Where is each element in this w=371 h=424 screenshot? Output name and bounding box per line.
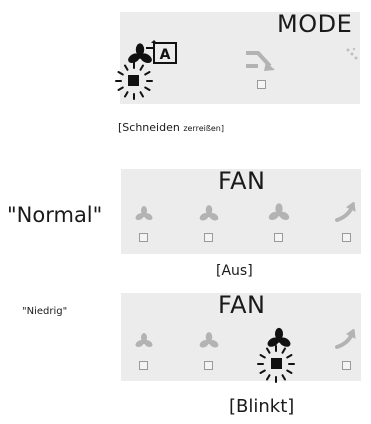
arrow-icon <box>146 40 157 49</box>
airflow-icon <box>346 47 358 60</box>
fan-indicator-auto <box>342 233 351 242</box>
auto-mode-icon: A <box>153 42 177 64</box>
mode-title: MODE <box>277 10 353 38</box>
fan-indicator-level2 <box>204 361 213 370</box>
fan-indicator-level2 <box>204 233 213 242</box>
fan-indicator-level1 <box>139 361 148 370</box>
fan-indicator-auto <box>342 361 351 370</box>
fan-icon-level3 <box>268 203 290 222</box>
fan-panel-low <box>121 293 361 381</box>
fan-panel-normal <box>121 169 361 254</box>
mode-caption-main: [Schneiden <box>118 121 180 134</box>
fan-caption-normal: [Aus] <box>216 263 253 279</box>
side-label-low: "Niedrig" <box>22 306 68 317</box>
fan-icon-level1 <box>135 206 153 222</box>
fan-indicator-level3-active <box>271 358 282 369</box>
side-label-normal: "Normal" <box>7 203 103 227</box>
mode-caption: [Schneiden zerreißen] <box>118 121 224 134</box>
fan-icon-level2 <box>199 332 219 350</box>
fan-indicator-level3 <box>274 233 283 242</box>
fan-icon-auto <box>335 202 357 222</box>
mode-indicator <box>257 80 266 89</box>
fan-indicator-level1 <box>139 233 148 242</box>
fan-title-low: FAN <box>218 291 266 319</box>
fan-icon-level2 <box>199 205 219 223</box>
fan-caption-low: [Blinkt] <box>229 396 295 417</box>
swing-icon <box>246 51 275 71</box>
fan-title-normal: FAN <box>218 167 266 195</box>
auto-mode-letter: A <box>159 47 171 63</box>
mode-indicator-active <box>128 75 139 86</box>
mode-caption-small: zerreißen] <box>183 124 224 133</box>
fan-icon-auto <box>335 329 357 349</box>
fan-icon-level1 <box>135 333 153 349</box>
mode-panel <box>120 12 360 104</box>
